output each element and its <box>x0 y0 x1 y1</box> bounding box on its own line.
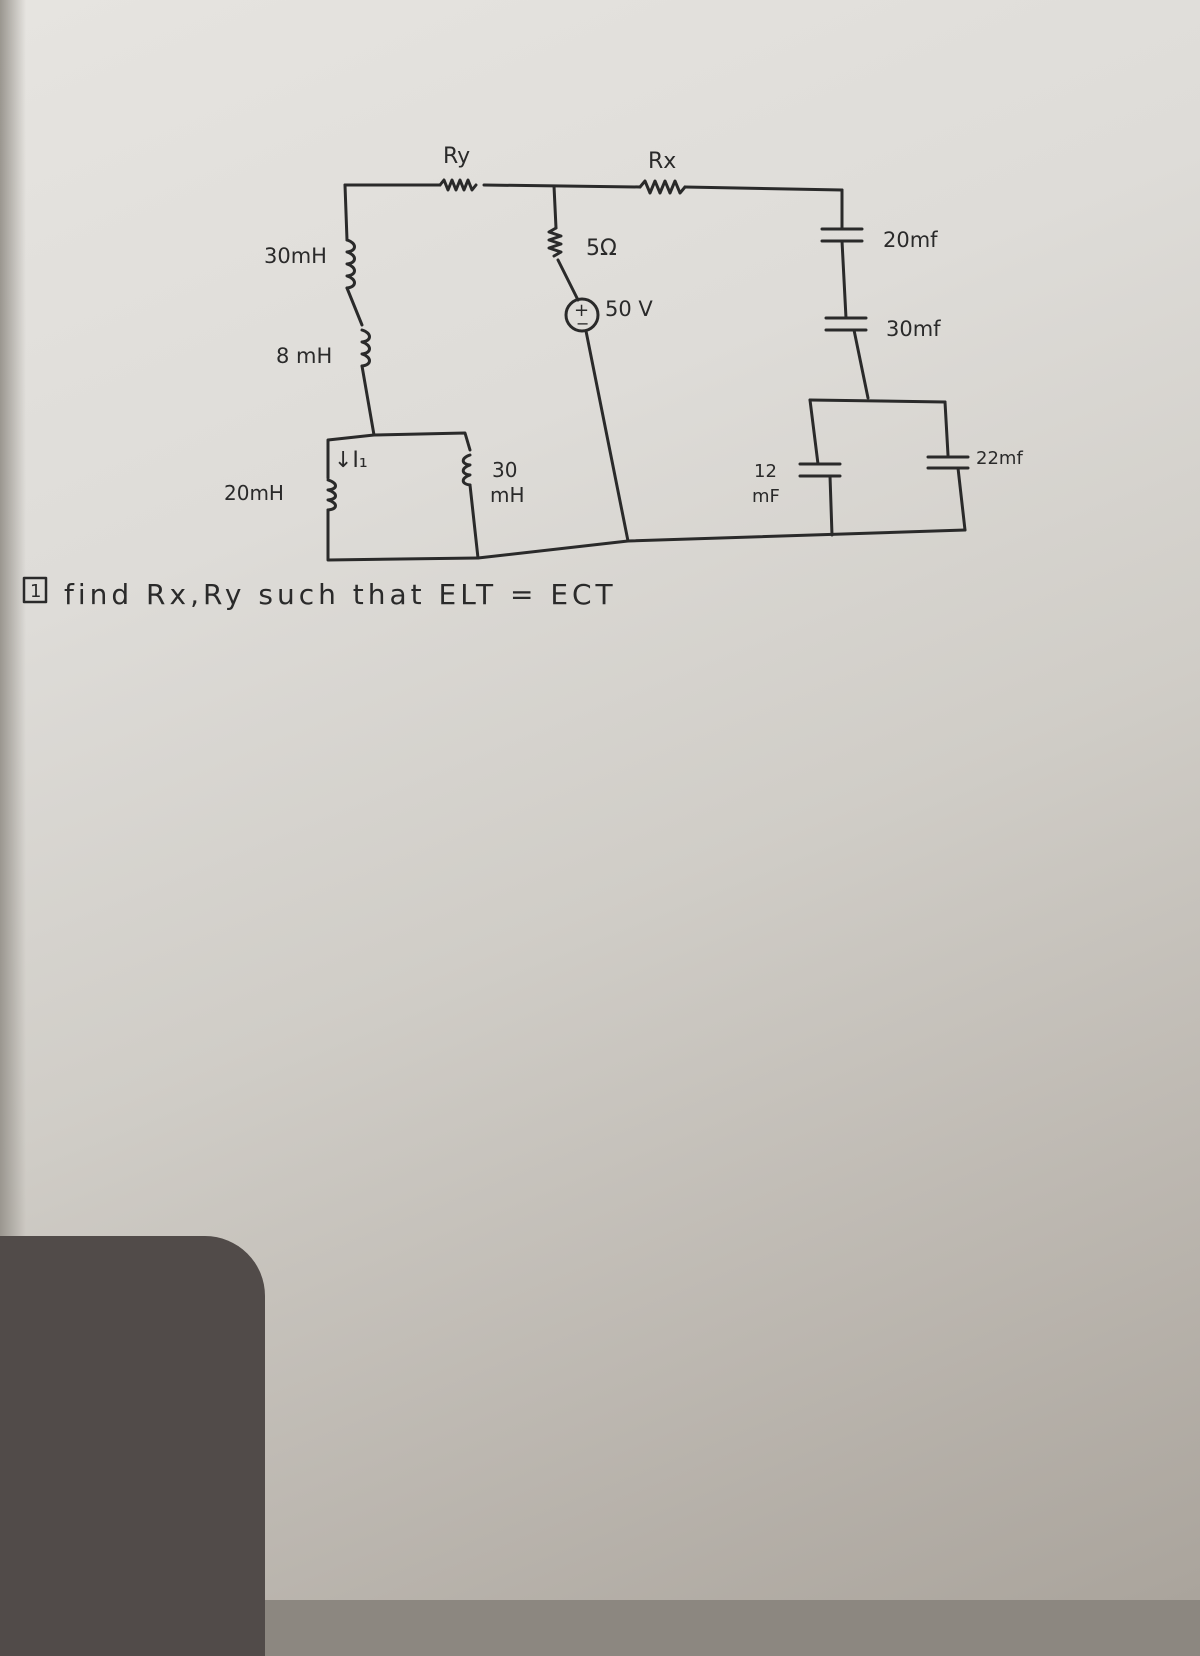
r5-label: 5Ω <box>586 236 617 261</box>
capacitor-30mf <box>824 316 868 332</box>
question-number: 1 <box>30 581 41 602</box>
rx-label: Rx <box>648 149 676 174</box>
inductor-30mh-right <box>461 453 472 487</box>
circuit-diagram: Ry Rx 5Ω + − 50 V 30mH 8 mH 20mH ↓I₁ 30 … <box>22 144 1023 611</box>
ry-label: Ry <box>443 144 470 169</box>
capacitor-12mf <box>798 462 842 478</box>
l20mh-label: 20mH <box>224 481 284 505</box>
i1-label: ↓I₁ <box>334 448 368 473</box>
l30-line1-label: 30 <box>492 458 517 482</box>
background-shadow <box>0 1236 265 1656</box>
inductor-20mh <box>326 478 337 512</box>
question-text: find Rx,Ry such that ELT = ECT <box>64 578 617 611</box>
inner-loop <box>326 431 480 562</box>
inductor-8mh <box>360 328 371 368</box>
voltage-source <box>564 297 600 333</box>
right-branch <box>798 188 970 537</box>
capacitor-22mf <box>926 455 970 470</box>
resistor-rx <box>638 179 687 195</box>
c30-label: 30mf <box>886 317 941 341</box>
l8mh-label: 8 mH <box>276 344 332 368</box>
inductor-30mh <box>345 238 356 290</box>
bottom-wire <box>476 528 967 560</box>
c22-label: 22mf <box>976 448 1023 469</box>
c12-line1-label: 12 <box>754 461 777 482</box>
resistor-5ohm <box>547 226 563 258</box>
l30-line2-label: mH <box>490 483 525 507</box>
v50-label: 50 V <box>605 297 653 321</box>
middle-branch <box>547 184 630 543</box>
resistor-ry <box>438 178 478 192</box>
l30mh-label: 30mH <box>264 244 327 268</box>
left-branch <box>343 183 376 437</box>
top-wire <box>343 178 844 195</box>
c12-line2-label: mF <box>752 486 780 507</box>
question-number-box <box>22 576 48 604</box>
c20-label: 20mf <box>883 228 938 252</box>
source-plus-label: + <box>574 300 589 321</box>
source-minus-label: − <box>576 314 589 333</box>
capacitor-20mf <box>820 227 864 243</box>
